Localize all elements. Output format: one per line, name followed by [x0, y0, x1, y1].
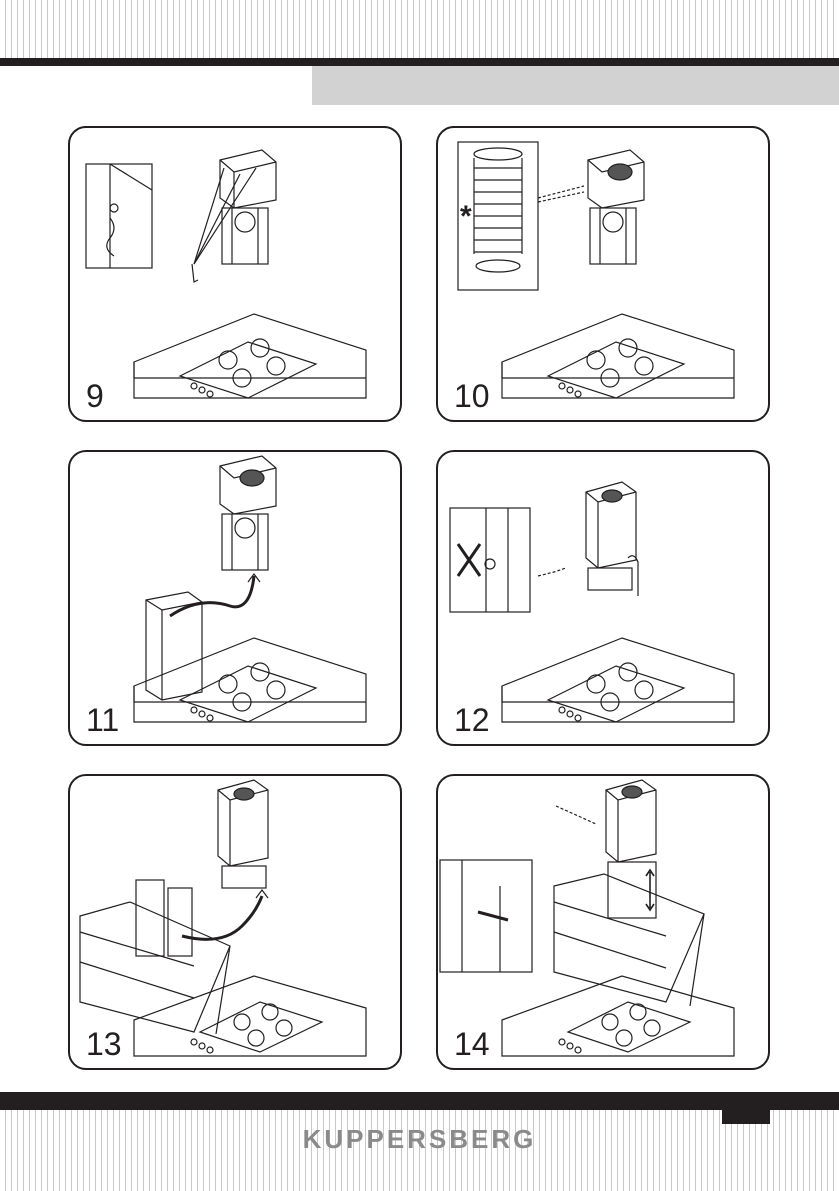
step-11-illustration — [70, 452, 402, 746]
step-number: 13 — [86, 1028, 122, 1060]
step-number: 14 — [454, 1028, 490, 1060]
step-number: 9 — [86, 380, 104, 412]
step-panel-13: 13 — [68, 774, 402, 1070]
step-number: 12 — [454, 704, 490, 736]
step-9-illustration — [70, 128, 402, 422]
header-band — [312, 66, 839, 105]
footer-rule — [0, 1092, 839, 1110]
step-panel-11: 11 — [68, 450, 402, 746]
header-stripe-pattern — [0, 0, 839, 58]
step-number: 10 — [454, 380, 490, 412]
optional-marker: * — [460, 200, 472, 233]
page-tab — [722, 1104, 770, 1124]
step-panel-10: * 10 — [436, 126, 770, 422]
step-panel-14: 14 — [436, 774, 770, 1070]
step-number: 11 — [86, 704, 119, 736]
step-panel-9: 9 — [68, 126, 402, 422]
step-panel-12: 12 — [436, 450, 770, 746]
brand-logo: KUPPERSBERG — [0, 1124, 839, 1155]
header-rule — [0, 58, 839, 66]
